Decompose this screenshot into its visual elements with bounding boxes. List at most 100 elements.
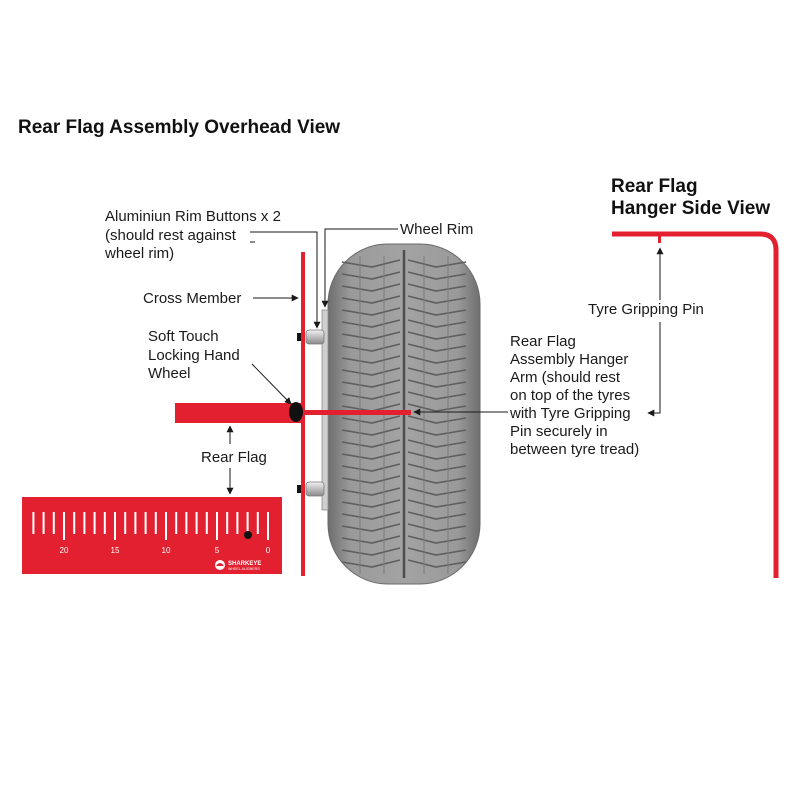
rim-button-top <box>297 329 325 345</box>
logo-name: SHARKEYE <box>228 561 261 567</box>
tread-groove-left <box>341 295 401 304</box>
svg-text:(should rest against: (should rest against <box>105 227 237 244</box>
scale-tick <box>165 512 167 540</box>
tread-groove-left <box>341 451 401 460</box>
scale-number: 15 <box>111 546 120 555</box>
scale-number: 10 <box>162 546 171 555</box>
tread-groove-left <box>341 475 401 484</box>
svg-text:wheel rim): wheel rim) <box>104 245 174 262</box>
tread-groove-left <box>341 379 401 388</box>
leader-rim-button-a <box>250 231 321 329</box>
tread-groove-right <box>407 331 467 340</box>
svg-text:with Tyre Gripping: with Tyre Gripping <box>509 405 631 422</box>
scale-tick <box>32 512 35 534</box>
tread-groove-left <box>341 511 401 520</box>
tread-groove-right <box>407 403 467 412</box>
tread-groove-right <box>407 343 467 352</box>
svg-text:on top of the tyres: on top of the tyres <box>510 387 630 404</box>
rear-flag-bar <box>175 403 301 423</box>
tread-groove-left <box>341 367 401 376</box>
tread-groove-left <box>341 439 401 448</box>
leader-wheel-rim <box>321 228 398 308</box>
tread-groove-right <box>407 523 467 532</box>
tread-groove-left <box>341 415 401 424</box>
scale-tick <box>246 512 249 534</box>
tread-groove-left <box>341 259 401 268</box>
locking-hand-wheel <box>289 402 303 422</box>
leader-gripping-pin-lower <box>647 322 661 417</box>
svg-text:Soft Touch: Soft Touch <box>148 328 219 345</box>
tread-groove-left <box>341 307 401 316</box>
tyre-tread <box>341 256 467 574</box>
cross-member <box>301 252 305 576</box>
tread-groove-right <box>407 259 467 268</box>
tread-groove-left <box>341 427 401 436</box>
scale-tick <box>52 512 55 534</box>
scale-tick <box>185 512 188 534</box>
svg-text:Rear Flag: Rear Flag <box>510 333 576 350</box>
tread-groove-right <box>407 415 467 424</box>
scale-tick <box>205 512 208 534</box>
sharkeye-logo: SHARKEYE WHEEL ALIGNERS <box>215 560 261 571</box>
scale-tick <box>103 512 106 534</box>
svg-text:Pin securely in: Pin securely in <box>510 423 608 440</box>
scale-tick <box>175 512 178 534</box>
label-cross-member: Cross Member <box>143 290 241 307</box>
svg-text:between tyre tread): between tyre tread) <box>510 441 639 458</box>
tread-groove-left <box>341 547 401 556</box>
tread-groove-right <box>407 463 467 472</box>
tread-groove-left <box>341 271 401 280</box>
tread-groove-left <box>341 535 401 544</box>
scale-tick <box>216 512 218 540</box>
tread-groove-right <box>407 451 467 460</box>
scale-tick <box>93 512 96 534</box>
side-view-title-line1: Rear Flag <box>611 176 698 197</box>
tread-groove-right <box>407 295 467 304</box>
logo-subtitle: WHEEL ALIGNERS <box>228 567 260 571</box>
tread-groove-left <box>341 283 401 292</box>
hanger-arm <box>305 410 411 415</box>
scale-tick <box>195 512 198 534</box>
tread-groove-left <box>341 559 401 568</box>
tread-groove-right <box>407 367 467 376</box>
svg-text:Locking Hand: Locking Hand <box>148 347 240 364</box>
tread-groove-left <box>341 391 401 400</box>
tread-groove-right <box>407 391 467 400</box>
scale-tick <box>256 512 259 534</box>
svg-text:Assembly Hanger: Assembly Hanger <box>510 351 628 368</box>
label-rim-buttons: Aluminiun Rim Buttons x 2 (should rest a… <box>104 208 281 262</box>
tread-groove-right <box>407 475 467 484</box>
tread-groove-right <box>407 379 467 388</box>
tread-groove-left <box>341 523 401 532</box>
label-wheel-rim: Wheel Rim <box>400 221 473 238</box>
leader-lines <box>226 228 664 495</box>
tread-groove-right <box>407 319 467 328</box>
scale-tick <box>73 512 76 534</box>
rim-button-bottom <box>297 481 325 497</box>
tread-groove-right <box>407 283 467 292</box>
tread-groove-left <box>341 463 401 472</box>
tread-groove-right <box>407 499 467 508</box>
scale-tick <box>267 512 269 540</box>
tread-groove-right <box>407 547 467 556</box>
scale-number: 5 <box>215 546 220 555</box>
leader-hand-wheel <box>251 363 292 405</box>
svg-text:Aluminiun Rim Buttons x 2: Aluminiun Rim Buttons x 2 <box>105 208 281 225</box>
svg-text:Arm (should rest: Arm (should rest <box>510 369 621 386</box>
label-gripping-pin: Tyre Gripping Pin <box>588 301 704 318</box>
tread-groove-right <box>407 355 467 364</box>
scale-ticks <box>32 512 269 540</box>
tread-groove-right <box>407 559 467 568</box>
scale-tick <box>83 512 86 534</box>
svg-text:Wheel: Wheel <box>148 365 191 382</box>
tread-groove-right <box>407 511 467 520</box>
tread-groove-right <box>407 427 467 436</box>
scale-number: 20 <box>60 546 69 555</box>
tread-groove-right <box>407 487 467 496</box>
scale-tick <box>63 512 65 540</box>
scale-tick <box>154 512 157 534</box>
tread-groove-left <box>341 487 401 496</box>
side-view-gripping-pin <box>658 236 661 243</box>
